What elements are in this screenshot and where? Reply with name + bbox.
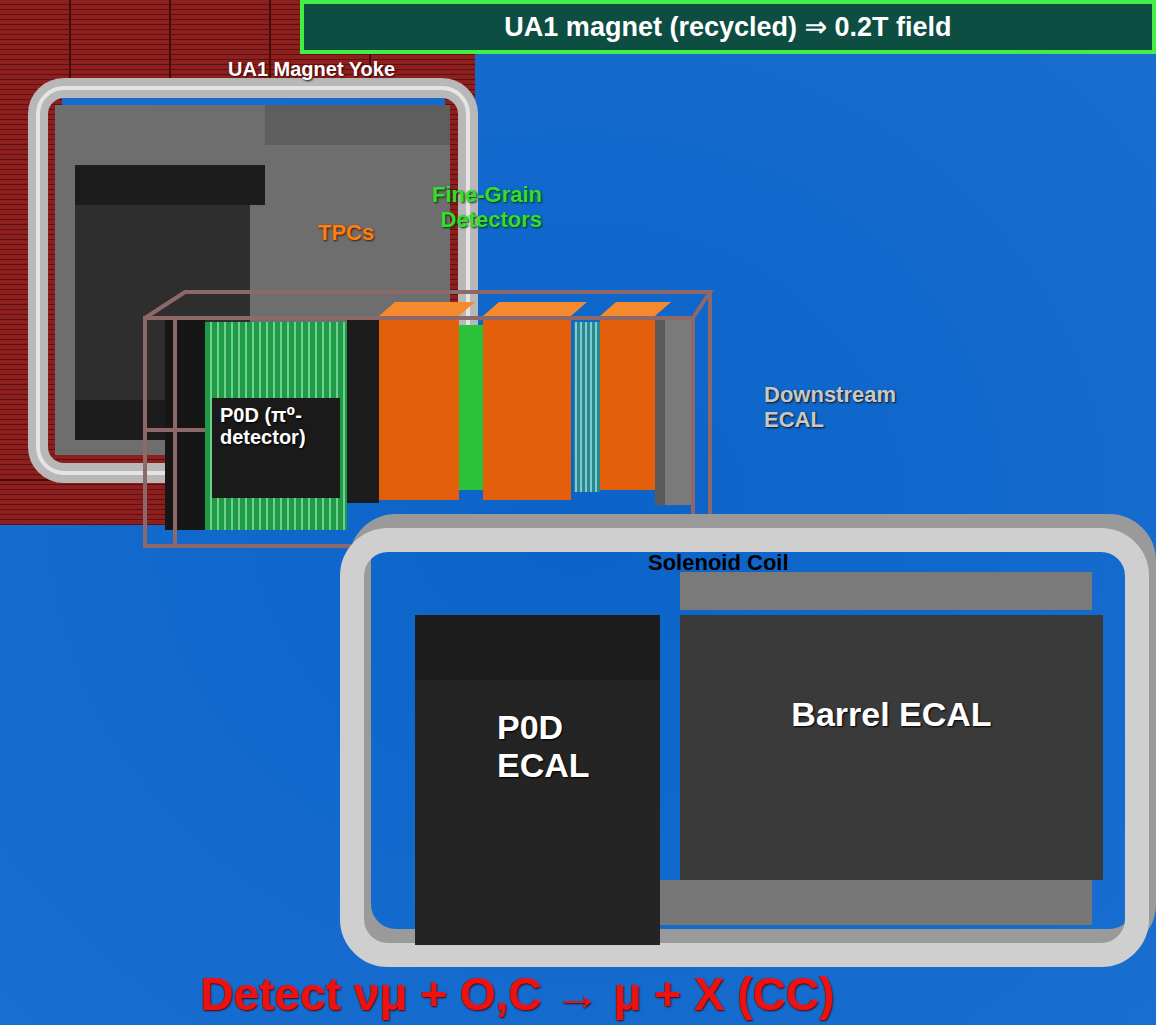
solenoid-coil-and-ecal — [352, 525, 1145, 955]
part-label: Downstream ECAL — [764, 382, 894, 433]
part-label: TPCs — [318, 220, 374, 245]
part-label: UA1 Magnet Yoke — [228, 58, 395, 81]
ecal-box: P0D ECAL — [415, 680, 660, 945]
node-label: Barrel ECAL — [680, 695, 1103, 733]
detector-box: P0D (π⁰- detector) — [212, 398, 340, 498]
caption-text: Detect νμ + O,C → μ + X (CC) — [200, 968, 834, 1021]
magnet-yoke — [0, 0, 475, 525]
title-text: UA1 magnet (recycled) ⇒ 0.2T field — [504, 11, 951, 43]
part-label: Solenoid Coil — [648, 550, 789, 575]
part-label: Fine-Grain Detectors — [402, 182, 542, 233]
inner-detectors — [145, 292, 710, 546]
ecal-box: Barrel ECAL — [680, 615, 1103, 880]
node-label: P0D ECAL — [497, 708, 627, 784]
node-label: P0D (π⁰- detector) — [220, 404, 330, 449]
title-box: UA1 magnet (recycled) ⇒ 0.2T field — [300, 0, 1156, 54]
